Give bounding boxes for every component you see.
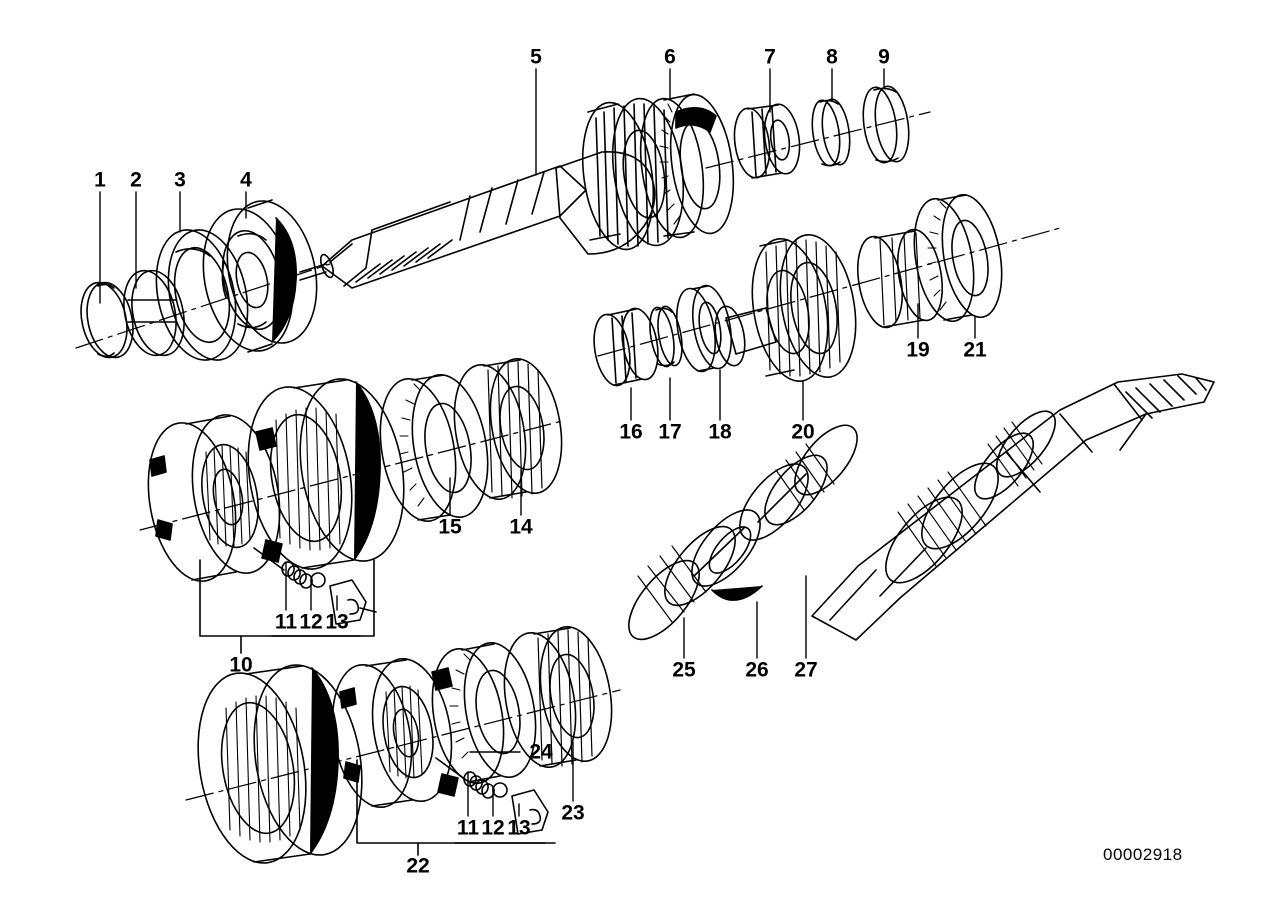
callout-2: 2 <box>130 168 142 192</box>
callout-13-upper: 13 <box>325 610 349 634</box>
part-9-snap-ring <box>862 85 910 164</box>
callout-5: 5 <box>530 45 542 69</box>
part-23-gear <box>503 625 613 769</box>
part-17-snap-ring <box>649 305 683 368</box>
part-15-synchronizer-ring <box>379 374 489 522</box>
part-5-gear-teeth <box>581 97 685 251</box>
part-21-synchronizer-ring <box>913 193 1003 323</box>
callout-18: 18 <box>708 420 732 444</box>
callout-15: 15 <box>438 515 462 539</box>
part-26-spacer-sleeve <box>691 463 809 601</box>
part-4-ball-bearing <box>202 199 318 353</box>
part-3-bearing-outer-ring <box>155 229 249 361</box>
callout-3: 3 <box>174 168 186 192</box>
callout-22: 22 <box>406 854 430 878</box>
part-6-synchronizer-ring <box>639 93 735 239</box>
callout-21: 21 <box>963 338 987 362</box>
part-2-shim-ring <box>123 269 185 357</box>
callout-19: 19 <box>906 338 930 362</box>
part-18-thrust-washer <box>676 284 732 373</box>
callout-16: 16 <box>619 420 643 444</box>
part-11-spring-lower <box>435 757 495 799</box>
callout-12-upper: 12 <box>299 610 323 634</box>
part-1-snap-ring <box>80 281 134 359</box>
part-27-needle-bearing <box>764 424 858 526</box>
callout-8: 8 <box>826 45 838 69</box>
part-13-detent-key-lower <box>511 789 549 835</box>
part-22-synchronizer-hub <box>331 657 459 809</box>
callout-9: 9 <box>878 45 890 69</box>
part-10-synchronizer-hub <box>147 414 283 582</box>
part-20-gear <box>714 234 857 382</box>
part-12-ball-lower <box>492 782 508 798</box>
part-12-ball <box>310 572 326 588</box>
part-25-needle-bearing <box>628 525 736 641</box>
part-16-needle-bearing <box>593 307 659 387</box>
callout-7: 7 <box>764 45 776 69</box>
part-10-sliding-sleeve <box>247 378 405 570</box>
callout-12-lower: 12 <box>481 816 505 840</box>
part-11-spring <box>253 547 313 589</box>
callout-11-lower: 11 <box>456 816 480 840</box>
part-24-synchronizer-ring <box>431 641 537 785</box>
callout-14: 14 <box>509 515 533 539</box>
callout-20: 20 <box>791 420 815 444</box>
callout-23: 23 <box>561 801 585 825</box>
callout-24: 24 <box>529 740 553 764</box>
output-shaft <box>811 373 1215 641</box>
callout-11-upper: 11 <box>274 610 298 634</box>
callout-27: 27 <box>794 658 818 682</box>
callout-4: 4 <box>240 168 252 192</box>
callout-1: 1 <box>94 168 106 192</box>
diagram-id-number: 00002918 <box>1103 845 1183 864</box>
part-5-input-shaft <box>299 151 656 289</box>
callout-26: 26 <box>745 658 769 682</box>
callout-6: 6 <box>664 45 676 69</box>
callout-25: 25 <box>672 658 696 682</box>
leader-lines <box>99 68 976 817</box>
part-22-sliding-sleeve <box>197 664 363 864</box>
callout-10: 10 <box>229 653 253 677</box>
callout-17: 17 <box>658 420 682 444</box>
callout-13-lower: 13 <box>507 816 531 840</box>
part-14-gear <box>453 357 563 501</box>
part-7-needle-bearing <box>733 103 801 179</box>
